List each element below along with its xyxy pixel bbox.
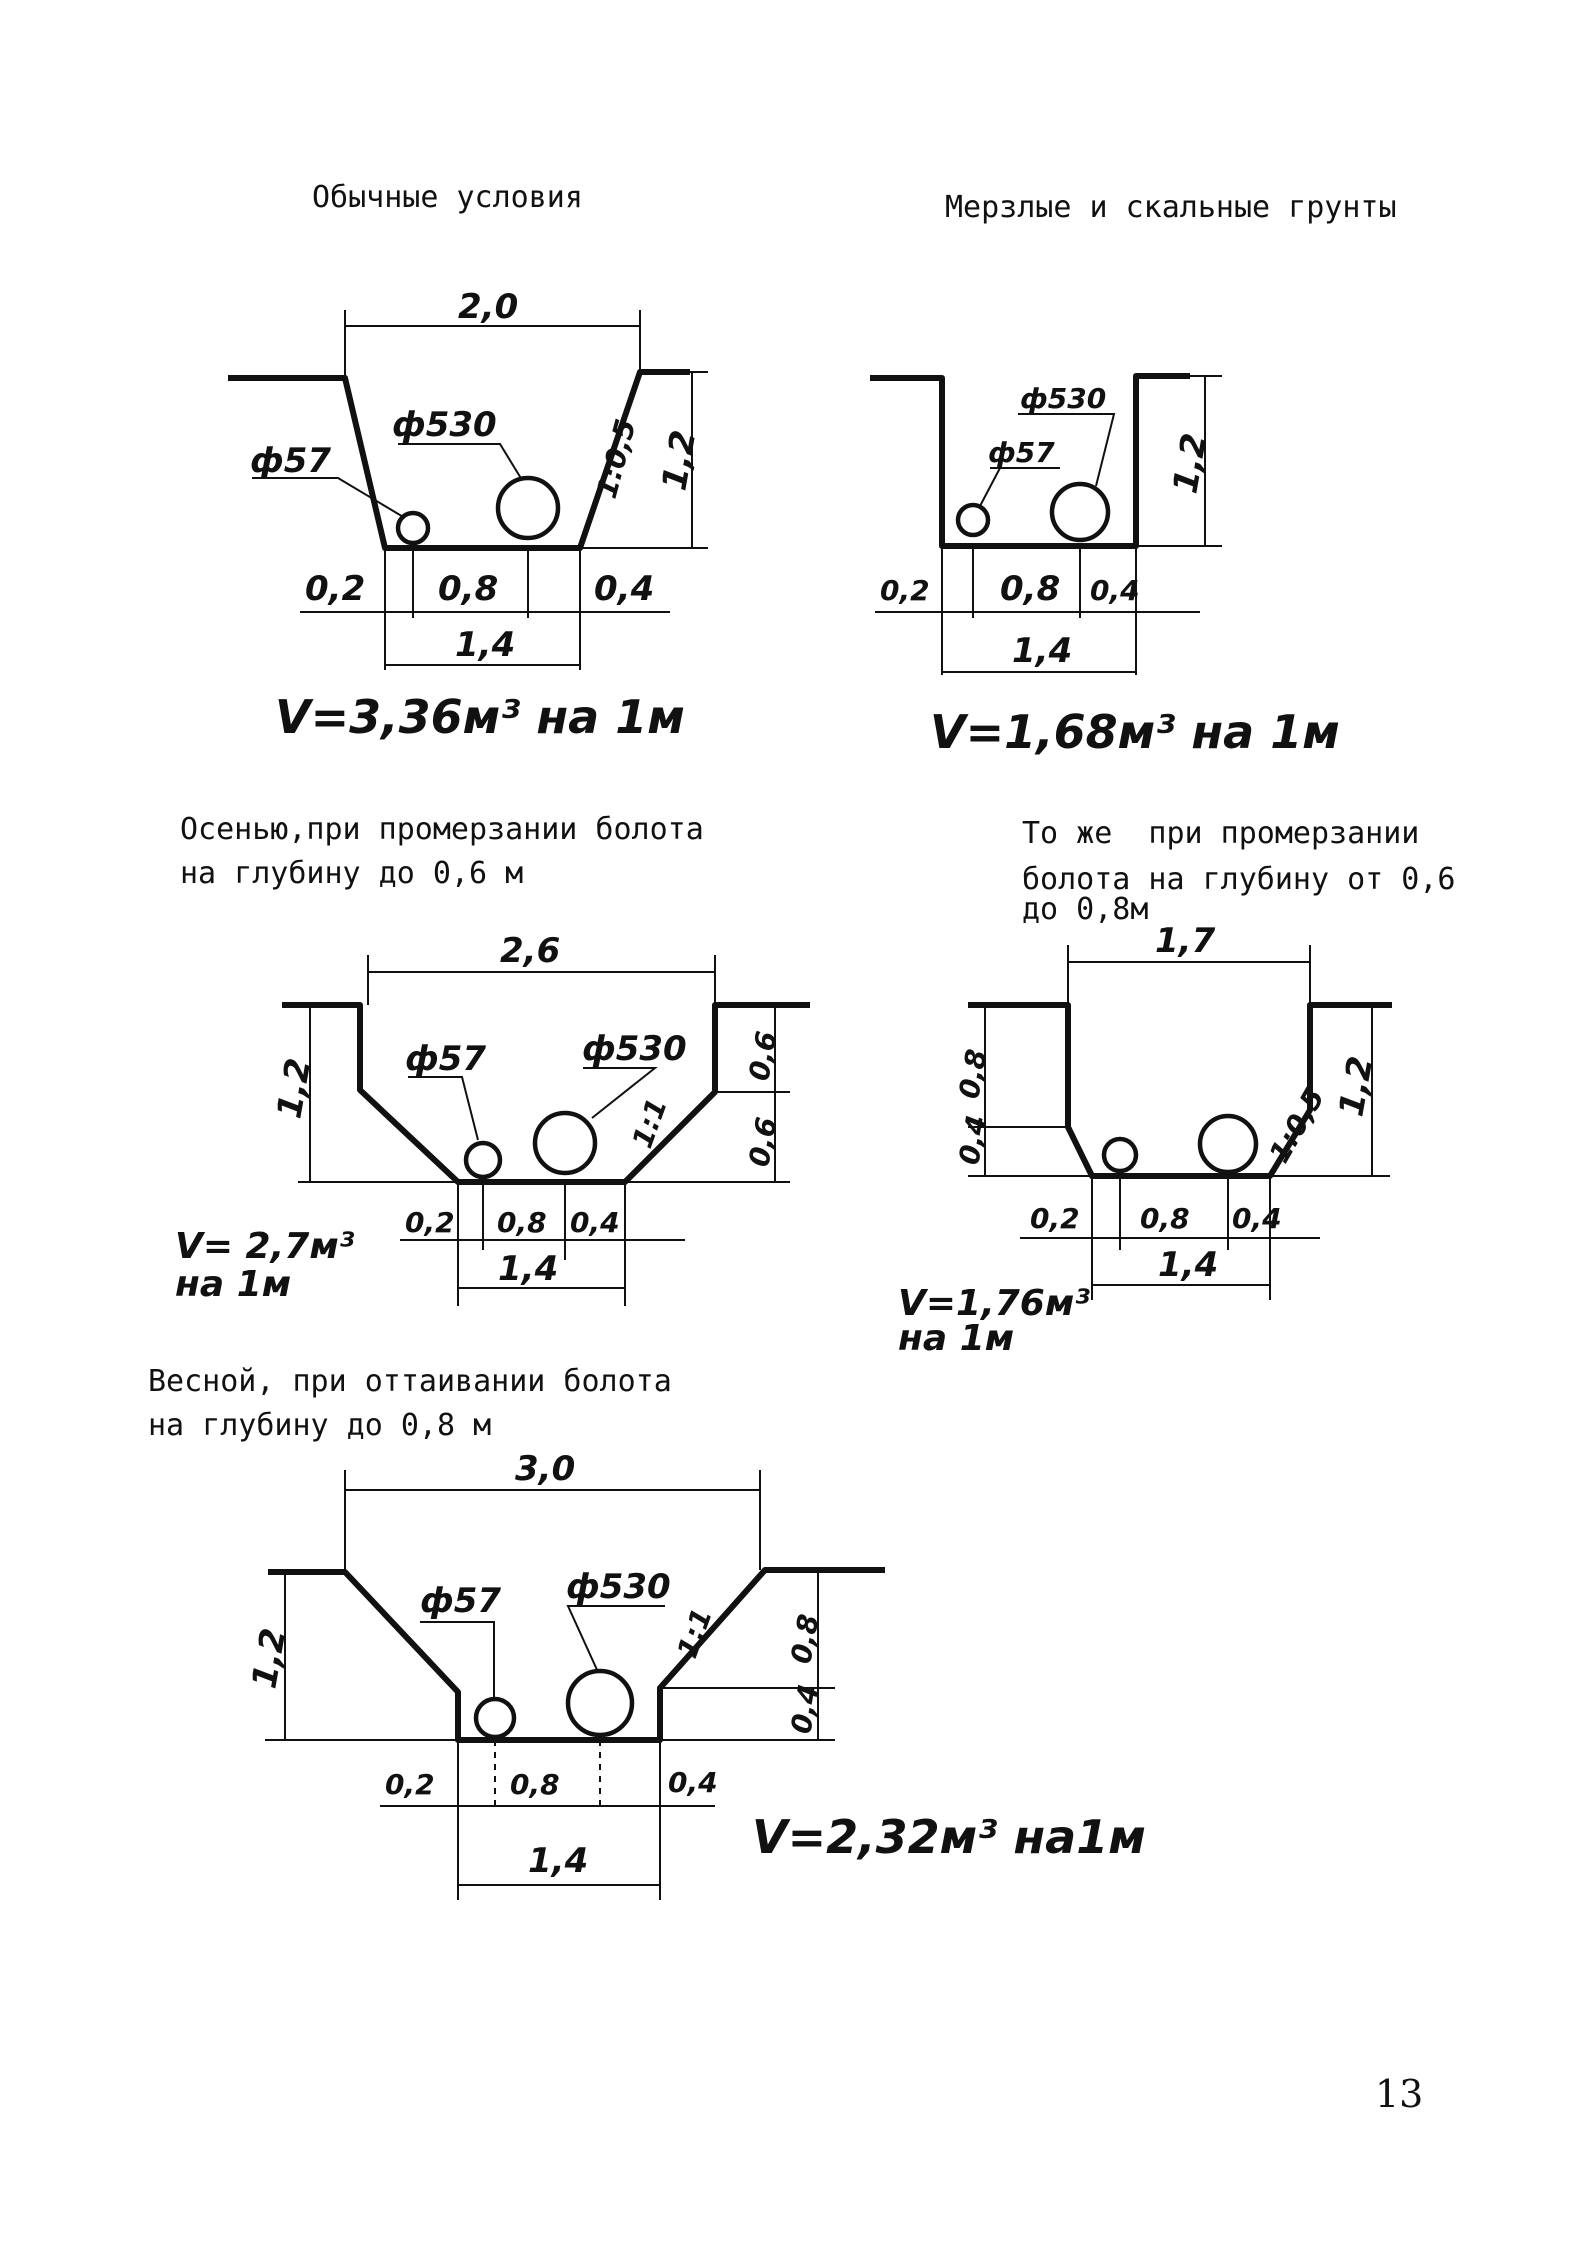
dim-left: 0,2 bbox=[880, 574, 930, 607]
dim-depth: 1,2 bbox=[269, 1055, 319, 1121]
dim-lower: 0,6 bbox=[742, 1115, 783, 1170]
pipe-large bbox=[1197, 1113, 1259, 1175]
dim-middle: 0,8 bbox=[510, 1768, 560, 1801]
slope-label: 1:0,5 bbox=[1262, 1082, 1331, 1168]
pipe-small-label: ф57 bbox=[250, 441, 331, 481]
slope-label: 1:1 bbox=[671, 1604, 719, 1662]
volume-autumn-line1: V= 2,7м³ bbox=[175, 1226, 355, 1267]
pipe-large-label: ф530 bbox=[392, 405, 497, 445]
leader-small bbox=[420, 1621, 495, 1700]
pipe-small-label: ф57 bbox=[405, 1039, 486, 1079]
slope-label: 1:0,5 bbox=[590, 416, 643, 502]
dim-depth: 1,2 bbox=[244, 1625, 294, 1691]
dim-middle: 0,8 bbox=[497, 1206, 547, 1239]
trench-profile bbox=[968, 1002, 1392, 1179]
heading-frozen-rocky-soils: Мерзлые и скальные грунты bbox=[945, 190, 1397, 225]
dim-top-width: 3,0 bbox=[515, 1449, 575, 1489]
pipe-large-label: ф530 bbox=[582, 1029, 687, 1069]
volume-frozen: V=1,68м³ на 1м bbox=[930, 705, 1340, 759]
dim-bottom: 1,4 bbox=[1012, 631, 1072, 671]
heading-normal-conditions: Обычные условия bbox=[312, 180, 583, 215]
heading-same-line1: То же при промерзании bbox=[1022, 816, 1420, 851]
dim-left: 0,2 bbox=[305, 569, 365, 609]
trench-profile bbox=[268, 1567, 885, 1743]
page-number: 13 bbox=[1375, 2072, 1424, 2116]
heading-spring-line2: на глубину до 0,8 м bbox=[148, 1408, 492, 1443]
leader-small bbox=[408, 1076, 479, 1141]
dim-left: 0,2 bbox=[1030, 1202, 1080, 1235]
pipe-small bbox=[463, 1140, 503, 1180]
pipe-large bbox=[565, 1668, 635, 1738]
pipe-small-label: ф57 bbox=[988, 436, 1055, 469]
leader-small bbox=[979, 467, 1060, 507]
dim-lower: 0,4 bbox=[952, 1113, 993, 1168]
trench-profile bbox=[282, 1002, 810, 1185]
volume-normal: V=3,36м³ на 1м bbox=[275, 690, 685, 744]
volume-same-line2: на 1м bbox=[898, 1318, 1015, 1359]
leader-large bbox=[398, 443, 523, 481]
pipe-small bbox=[1101, 1136, 1139, 1174]
heading-same-line2: болота на глубину от 0,6 bbox=[1022, 862, 1456, 897]
heading-autumn-line2: на глубину до 0,6 м bbox=[180, 856, 524, 891]
pipe-small bbox=[473, 1696, 517, 1740]
dim-bottom: 1,4 bbox=[498, 1249, 558, 1289]
dim-bottom: 1,4 bbox=[455, 625, 515, 665]
volume-autumn-line2: на 1м bbox=[175, 1264, 292, 1305]
dim-upper: 0,8 bbox=[952, 1047, 993, 1102]
section-normal-conditions: 2,0 1,2 1:0,5 ф57 ф530 0,2 0,8 0,4 1,4 bbox=[228, 287, 708, 670]
section-spring-thaw: 3,0 1,2 0,8 0,4 1:1 ф57 ф530 0,2 0,8 0,4… bbox=[244, 1449, 885, 1900]
dim-middle: 0,8 bbox=[438, 569, 498, 609]
leader-small bbox=[252, 477, 406, 519]
volume-same-line1: V=1,76м³ bbox=[898, 1283, 1091, 1324]
dim-bottom: 1,4 bbox=[1158, 1245, 1218, 1285]
section-frozen-soils: 1,2 ф57 ф530 0,2 0,8 0,4 1,4 bbox=[870, 373, 1222, 675]
heading-autumn-line1: Осенью,при промерзании болота bbox=[180, 812, 704, 847]
pipe-small bbox=[395, 510, 431, 546]
pipe-large bbox=[495, 475, 561, 541]
dim-left: 0,2 bbox=[385, 1768, 435, 1801]
dim-lower: 0,4 bbox=[784, 1682, 825, 1737]
dim-left: 0,2 bbox=[405, 1206, 455, 1239]
section-same-freezing-deep: 1,7 0,8 0,4 1,2 1:0,5 0,2 0,8 0,4 1,4 bbox=[952, 921, 1392, 1300]
dim-right: 0,4 bbox=[1090, 574, 1140, 607]
dim-top-width: 1,7 bbox=[1155, 921, 1216, 961]
pipe-large-label: ф530 bbox=[566, 1567, 671, 1607]
heading-same-line3: до 0,8м bbox=[1022, 892, 1149, 927]
leader-large bbox=[583, 1067, 658, 1119]
pipe-small bbox=[955, 502, 991, 538]
dim-depth: 1,2 bbox=[1165, 430, 1215, 496]
dim-depth: 1,2 bbox=[1331, 1053, 1381, 1119]
volume-spring: V=2,32м³ на1м bbox=[752, 1810, 1146, 1864]
dim-upper: 0,8 bbox=[784, 1612, 825, 1667]
dim-right: 0,4 bbox=[594, 569, 654, 609]
heading-spring-line1: Весной, при оттаивании болота bbox=[148, 1364, 672, 1399]
dim-depth: 1,2 bbox=[654, 427, 704, 493]
dim-upper: 0,6 bbox=[742, 1029, 783, 1084]
dim-right: 0,4 bbox=[668, 1766, 718, 1799]
dim-top-width: 2,6 bbox=[500, 931, 560, 971]
dim-middle: 0,8 bbox=[1140, 1202, 1190, 1235]
pipe-small-label: ф57 bbox=[420, 1581, 501, 1621]
pipe-large bbox=[532, 1110, 598, 1176]
dim-right: 0,4 bbox=[1232, 1202, 1282, 1235]
leader-large bbox=[1018, 413, 1116, 487]
pipe-large-label: ф530 bbox=[1020, 382, 1106, 415]
dim-middle: 0,8 bbox=[1000, 569, 1060, 609]
dim-right: 0,4 bbox=[570, 1206, 620, 1239]
dim-top-width: 2,0 bbox=[458, 287, 518, 327]
pipe-large bbox=[1049, 481, 1111, 543]
section-autumn-freezing: 2,6 1,2 0,6 0,6 1:1 ф57 ф530 0,2 0,8 0,4… bbox=[269, 931, 810, 1306]
leader-large bbox=[566, 1605, 665, 1673]
dim-bottom: 1,4 bbox=[528, 1841, 588, 1881]
